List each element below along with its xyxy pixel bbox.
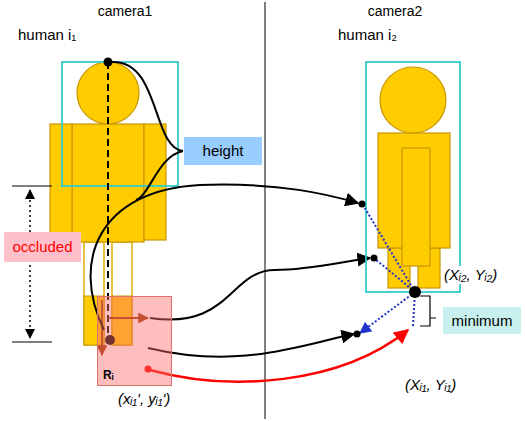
arm <box>144 124 166 240</box>
region-box: Rᵢ <box>97 296 172 386</box>
box-label: minimum <box>452 312 513 330</box>
person-label: human i₂ <box>338 26 397 44</box>
distance-line <box>375 259 415 292</box>
dimension-cap <box>12 185 52 186</box>
distance-line <box>360 292 415 333</box>
person-label: human i₁ <box>18 26 76 44</box>
coordinate-label: (Xᵢ₂, Yᵢ₂) <box>442 266 499 284</box>
panel-title: camera1 <box>98 3 152 20</box>
brace <box>112 62 183 200</box>
bounding-box <box>366 62 460 292</box>
annotation-box: occluded <box>4 232 81 262</box>
foot-point <box>409 286 421 298</box>
region-label: Rᵢ <box>103 368 113 382</box>
dimension-line <box>29 190 31 338</box>
candidate-point <box>371 255 378 262</box>
candidate-point <box>354 331 361 338</box>
panel-title: camera2 <box>368 3 422 20</box>
arm <box>402 148 430 266</box>
term-box: height <box>184 137 262 165</box>
minimum-bracket <box>420 296 436 326</box>
candidate-point <box>359 201 366 208</box>
distance-line <box>363 205 415 292</box>
box-label: height <box>203 142 244 160</box>
head-point <box>104 58 113 67</box>
divider-line <box>265 2 266 419</box>
arm <box>50 124 72 240</box>
head <box>380 67 446 133</box>
projection-arrow <box>148 334 354 357</box>
dimension-cap <box>12 341 52 342</box>
projection-arrow <box>150 258 370 320</box>
box-label: occluded <box>12 238 72 256</box>
coordinate-label: (xᵢ₁', yᵢ₁') <box>118 390 170 408</box>
coordinate-label: (Xᵢ₁, Yᵢ₁) <box>405 376 456 394</box>
head <box>77 62 139 124</box>
projection-arrow-red <box>150 330 408 382</box>
term-box: minimum <box>443 307 521 334</box>
